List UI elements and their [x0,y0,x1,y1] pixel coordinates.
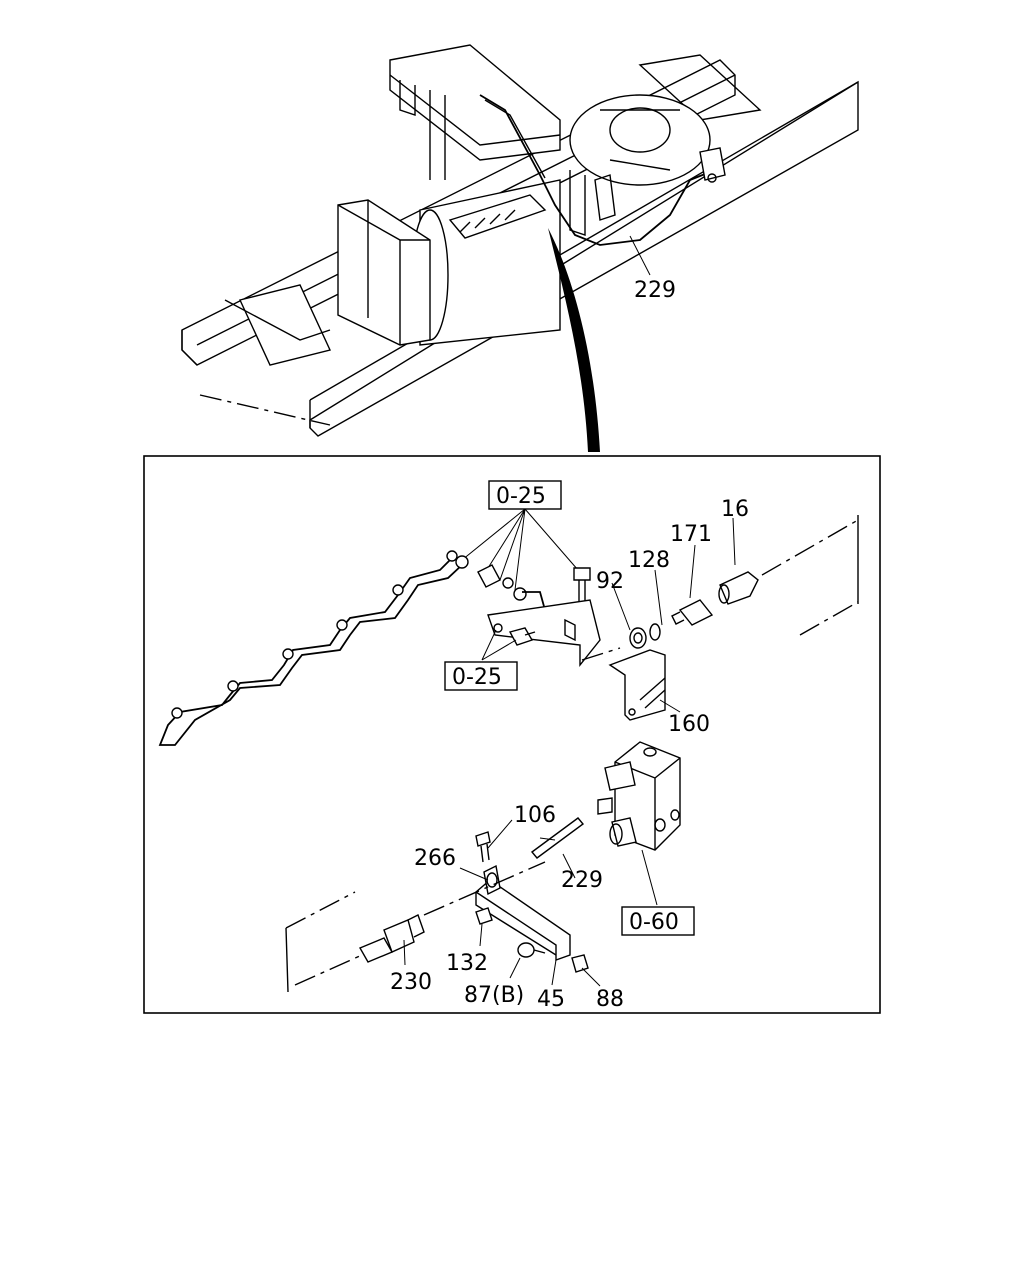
ref-label-0-25-mid: 0-25 [452,665,502,690]
ref-label-0-60: 0-60 [629,910,679,935]
valve-bracket-assembly [581,515,859,721]
short-pipe-229 [530,817,585,859]
solenoid-valve-block [597,741,681,851]
leaders-upper-right [611,517,736,713]
callout-128: 128 [628,548,670,573]
callout-45: 45 [537,987,565,1012]
callout-132: 132 [446,951,488,976]
callout-229-top: 229 [634,278,676,303]
callout-106: 106 [514,803,556,828]
detail-pointer-arrow [548,228,600,452]
callout-87b: 87(B) [464,983,524,1008]
callout-171: 171 [670,522,712,547]
callout-88: 88 [596,987,624,1012]
callout-16: 16 [721,497,749,522]
callout-92: 92 [596,569,624,594]
leaders-lower [403,819,658,987]
detail-frame [143,455,881,1014]
chassis-frame-illustration [181,44,859,437]
callout-229: 229 [561,868,603,893]
ref-box-0-60 [621,906,695,936]
lower-bracket-assembly [285,831,589,993]
brake-pipe-assembly [158,550,601,746]
callout-266: 266 [414,846,456,871]
ref-label-0-25-top: 0-25 [496,484,546,509]
ref-leaders-top [461,508,579,591]
callout-160: 160 [668,712,710,737]
ref-box-0-25-mid [444,661,518,691]
ref-leaders-mid [481,629,517,661]
callout-230: 230 [390,970,432,995]
